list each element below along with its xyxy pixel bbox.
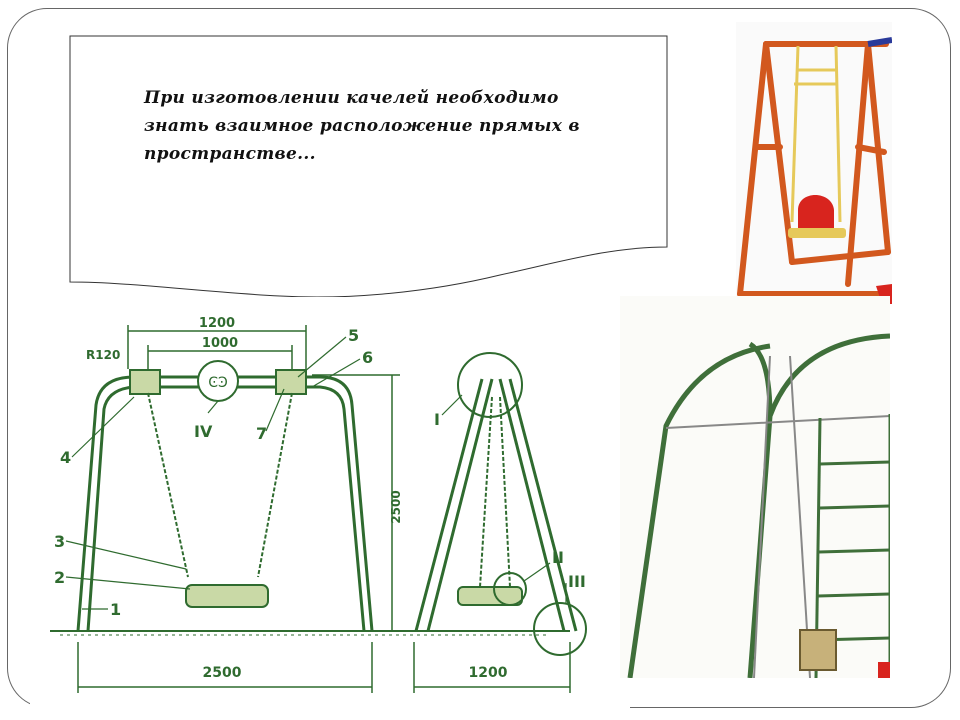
callout-6: 6 <box>362 348 373 367</box>
dim-radius: R120 <box>86 348 120 362</box>
callout-7: 7 <box>256 424 267 443</box>
front-seat <box>185 584 269 608</box>
swing-photo <box>736 22 892 304</box>
dim-height: 2500 <box>389 490 403 523</box>
swing-technical-drawing: ϾϿ 1200 1000 R120 2500 2500 1200 1 2 3 4… <box>30 297 630 709</box>
dim-base-front: 2500 <box>203 665 242 681</box>
note-line-3: пространстве... <box>144 144 316 164</box>
note-line-1: При изготовлении качелей необходимо <box>144 88 559 108</box>
detail-iii-label: III <box>568 572 586 591</box>
note-line-2: знать взаимное расположение прямых в <box>144 116 580 136</box>
wooden-seat <box>799 629 837 671</box>
detail-i-circle <box>457 352 523 418</box>
seat-back <box>798 195 834 236</box>
callout-1: 1 <box>110 600 121 619</box>
callout-2: 2 <box>54 568 65 587</box>
seat-base <box>788 228 846 238</box>
detail-ii-label: II <box>552 548 564 567</box>
dim-1000: 1000 <box>202 336 238 351</box>
callout-5: 5 <box>348 326 359 345</box>
side-frame <box>414 378 578 632</box>
callout-4: 4 <box>60 448 71 467</box>
dim-base-side: 1200 <box>469 665 508 681</box>
svg-text:ϾϿ: ϾϿ <box>208 375 228 391</box>
callout-3: 3 <box>54 532 65 551</box>
side-seat <box>457 586 523 606</box>
dim-1200-top: 1200 <box>199 316 235 331</box>
arch-frame <box>627 333 890 678</box>
detail-i-label: I <box>434 410 440 429</box>
detail-iv-label: IV <box>194 422 213 441</box>
detail-iii-circle <box>533 602 587 656</box>
metal-frame-photo <box>620 296 890 678</box>
detail-ii-circle <box>493 572 527 606</box>
note-text: При изготовлении качелей необходимо знат… <box>144 84 614 168</box>
